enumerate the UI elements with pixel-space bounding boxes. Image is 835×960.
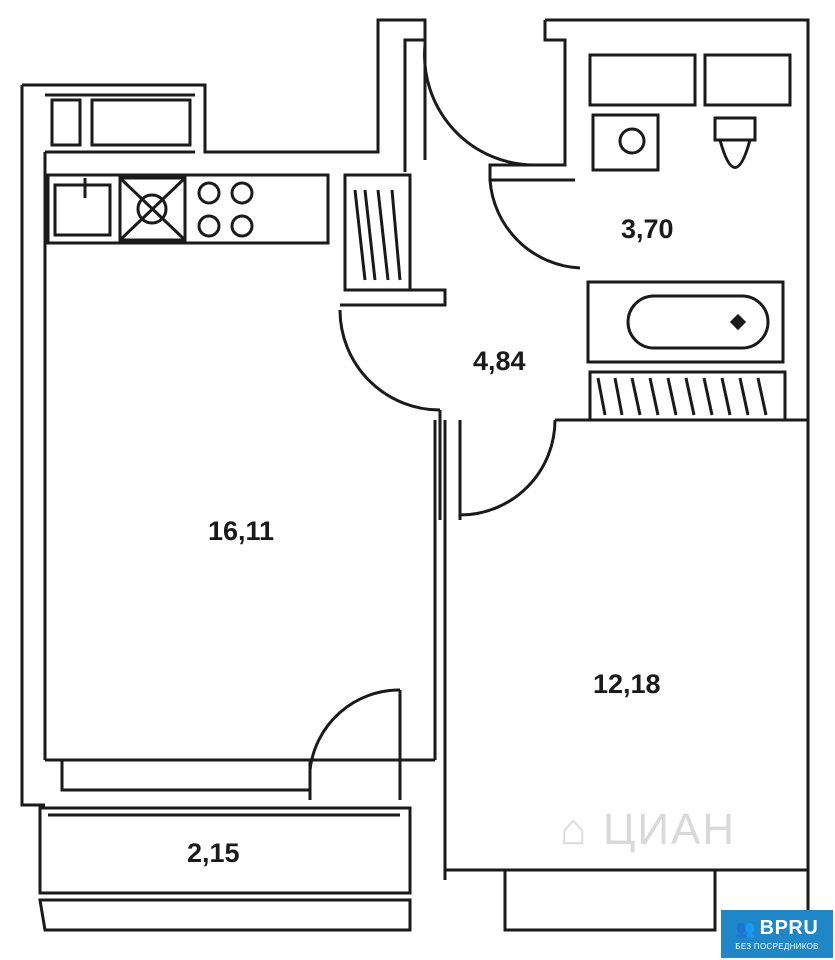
room-area-bedroom: 12,18: [593, 669, 661, 699]
bath-window-1: [588, 53, 697, 107]
bpru-badge[interactable]: 👥 BPRU БЕЗ ПОСРЕДНИКОВ: [721, 910, 833, 958]
window-large: [90, 98, 192, 147]
outer-wall-top-left: [22, 18, 427, 172]
kitchen-counter: [46, 173, 330, 245]
balcony-door-arc: [308, 688, 401, 771]
watermark: ⌂ ЦИАН: [560, 805, 736, 855]
badge-subtitle: БЕЗ ПОСРЕДНИКОВ: [735, 942, 819, 951]
entry-door-arc: [423, 44, 536, 167]
partition-wall: [433, 420, 808, 872]
bedroom-door-arc: [459, 419, 557, 517]
door-arc: [338, 309, 441, 412]
outer-wall-left: [20, 85, 45, 807]
washbasin-icon: [591, 113, 660, 172]
bedroom-window: [443, 870, 717, 932]
people-icon: 👥: [735, 920, 756, 938]
room-area-balcony: 2,15: [187, 838, 240, 868]
balcony: [38, 806, 412, 895]
watermark-text: ЦИАН: [602, 805, 737, 854]
room-area-bathroom: 3,70: [621, 214, 674, 244]
kitchen-sink-icon: [53, 183, 112, 237]
bath-door-arc: [488, 179, 581, 270]
bath-window-2: [703, 53, 792, 107]
bathroom-wall: [488, 20, 575, 182]
badge-logo: BPRU: [759, 917, 819, 939]
oven-icon: [136, 193, 168, 225]
window-small: [50, 98, 82, 147]
bathtub-icon: [586, 280, 785, 364]
dishwasher-icon: [118, 176, 187, 242]
room-area-kitchen-living: 16,11: [208, 516, 274, 546]
room-area-hall: 4,84: [473, 346, 526, 376]
kitchen-window-frame: [45, 93, 195, 154]
cian-house-icon: ⌂: [560, 805, 589, 854]
stove-burner-icon: [197, 181, 221, 205]
toilet-icon: [713, 116, 757, 169]
